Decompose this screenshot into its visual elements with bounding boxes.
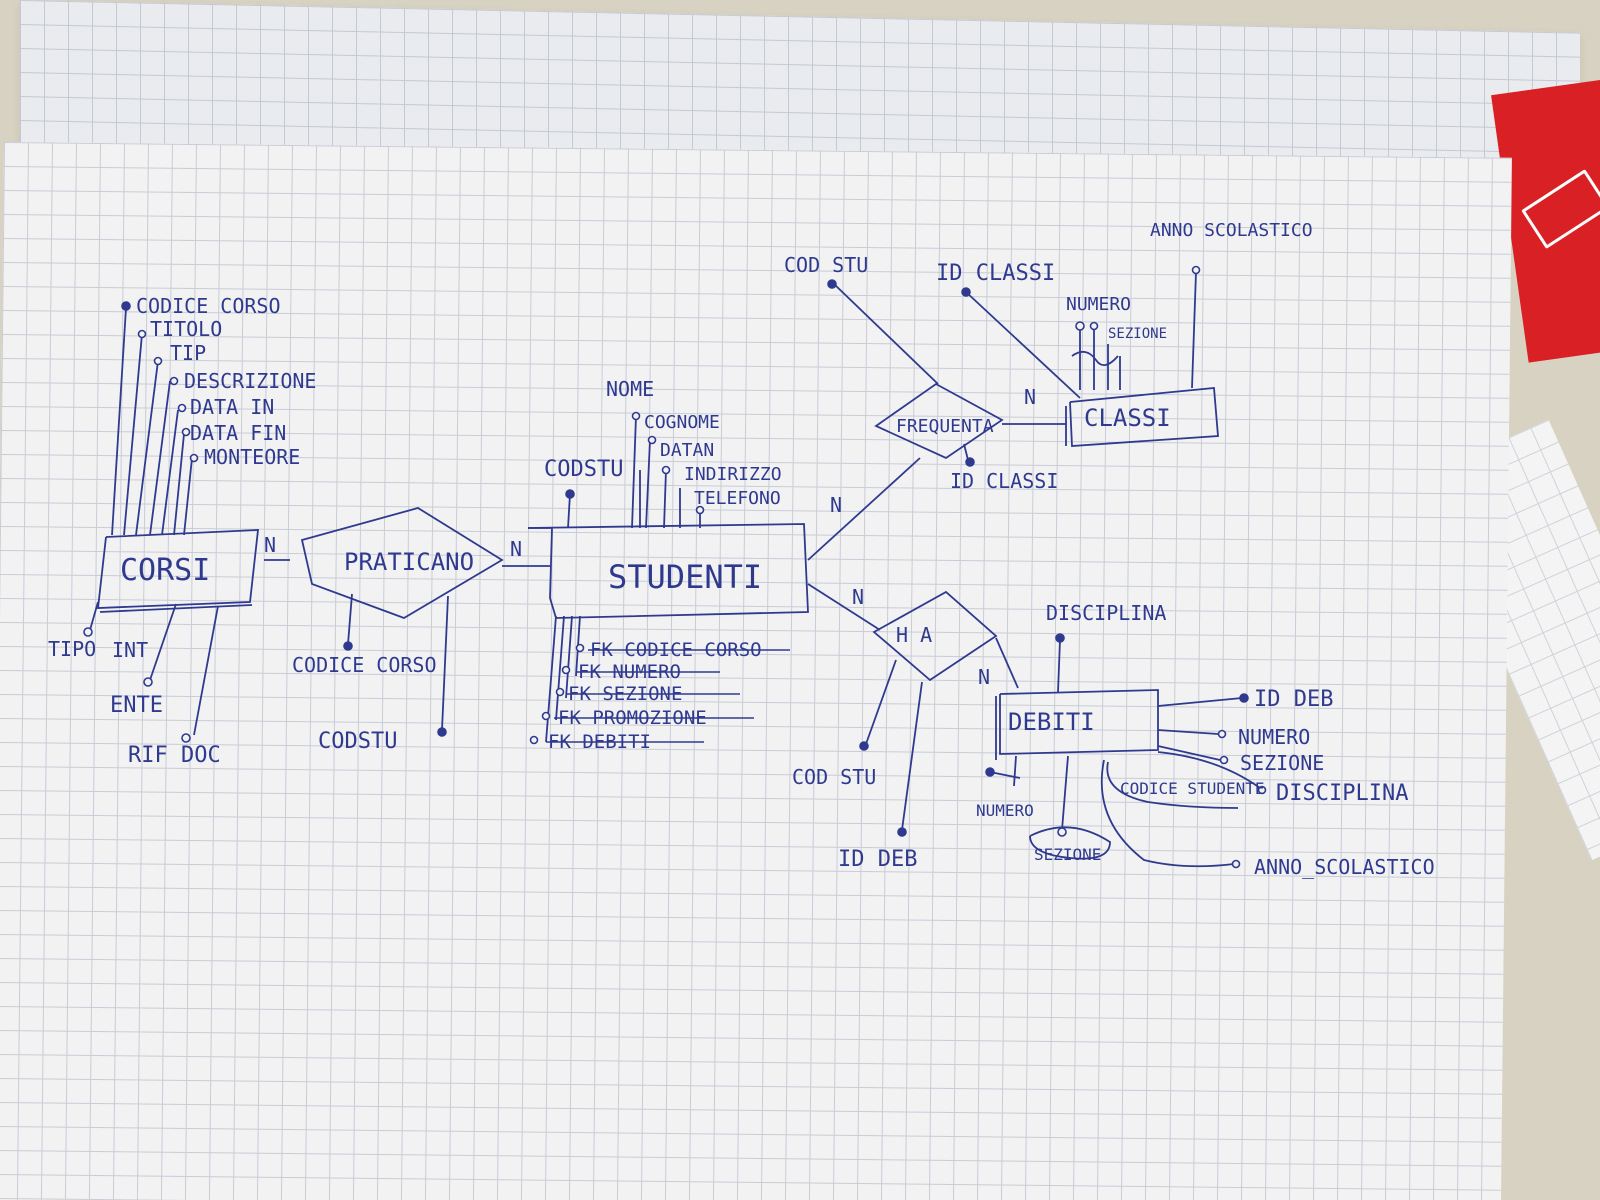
frequenta-attr-id-classi: ID CLASSI <box>936 261 1055 286</box>
cardinality-studenti-frequenta: N <box>830 493 842 517</box>
classi-attr-numero: NUMERO <box>1066 294 1131 315</box>
attr-cognome: COGNOME <box>644 412 720 433</box>
praticano-attr-codstu: CODSTU <box>318 729 397 754</box>
attr-monteore: MONTEORE <box>204 445 300 469</box>
corsi-bottom-attributes: TIPO INT ENTE RIF DOC <box>48 601 221 768</box>
attr-codstu: CODSTU <box>544 457 623 482</box>
attr-telefono: TELEFONO <box>694 488 781 509</box>
cardinality-ha-debiti: N <box>978 665 990 689</box>
entity-classi: CLASSI NUMERO SEZIONE ANNO SCOLASTICO <box>1065 220 1313 447</box>
frequenta-attr-codstu: COD STU <box>784 253 868 277</box>
attr-data-in: DATA IN <box>190 395 274 419</box>
attr-nome: NOME <box>606 377 654 401</box>
cardinality-praticano-studenti: N <box>510 537 522 561</box>
attr-tip: TIP <box>170 341 206 365</box>
relation-praticano: PRATICANO CODICE CORSO CODSTU <box>292 507 504 754</box>
relation-frequenta-label: FREQUENTA <box>896 416 994 437</box>
entity-classi-label: CLASSI <box>1084 404 1171 432</box>
entity-corsi: CORSI <box>96 529 260 613</box>
entity-debiti: DEBITI DISCIPLINA ID DEB NUMERO SEZIONE … <box>976 601 1435 879</box>
cardinality-frequenta-classi: N <box>1024 385 1036 409</box>
attr-codice-corso: CODICE CORSO <box>136 294 281 318</box>
attr-rif-doc: RIF DOC <box>128 743 221 768</box>
relation-praticano-label: PRATICANO <box>344 548 474 576</box>
studenti-struck-attributes: FK CODICE CORSO FK NUMERO FK SEZIONE FK … <box>529 615 790 753</box>
relation-ha-label: H A <box>896 623 932 647</box>
ha-attr-id-deb: ID DEB <box>838 847 917 872</box>
cardinality-studenti-ha: N <box>852 585 864 609</box>
entity-studenti-label: STUDENTI <box>608 558 762 596</box>
relation-frequenta: FREQUENTA COD STU ID CLASSI ID CLASSI <box>784 253 1081 493</box>
attr-indirizzo: INDIRIZZO <box>684 464 782 485</box>
corsi-attributes: CODICE CORSO TITOLO TIP DESCRIZIONE DATA… <box>111 294 316 536</box>
praticano-attr-codice-corso: CODICE CORSO <box>292 653 437 677</box>
entity-studenti: STUDENTI <box>527 523 809 619</box>
debiti-attr-anno-scolastico: ANNO_SCOLASTICO <box>1254 855 1435 879</box>
attr-datan: DATAN <box>660 440 714 461</box>
ha-attr-codstu: COD STU <box>792 765 876 789</box>
attr-tipo: TIPO <box>48 637 96 661</box>
studenti-attributes: NOME COGNOME DATAN INDIRIZZO TELEFONO CO… <box>544 377 782 529</box>
entity-debiti-label: DEBITI <box>1008 708 1095 736</box>
debiti-attr-id-deb: ID DEB <box>1254 687 1333 712</box>
debiti-attr-numero-bottom: NUMERO <box>976 801 1034 820</box>
entity-corsi-label: CORSI <box>120 553 210 588</box>
debiti-attr-disciplina: DISCIPLINA <box>1276 781 1408 806</box>
frequenta-attr-id-classi-bottom: ID CLASSI <box>950 469 1058 493</box>
debiti-attr-codice-studente: CODICE STUDENTE <box>1120 779 1265 798</box>
classi-attr-anno: ANNO SCOLASTICO <box>1150 220 1313 241</box>
debiti-attr-numero: NUMERO <box>1238 725 1310 749</box>
attr-ente: ENTE <box>110 693 163 718</box>
classi-attr-sezione: SEZIONE <box>1108 326 1167 342</box>
attr-data-fin: DATA FIN <box>190 421 286 445</box>
attr-int: INT <box>112 638 148 662</box>
debiti-attr-sezione-bottom: SEZIONE <box>1034 845 1101 864</box>
debiti-attr-disciplina-top: DISCIPLINA <box>1046 601 1166 625</box>
attr-descrizione: DESCRIZIONE <box>184 369 316 393</box>
relation-ha: H A COD STU ID DEB <box>792 590 998 872</box>
attr-titolo: TITOLO <box>150 317 222 341</box>
debiti-attr-sezione: SEZIONE <box>1240 751 1324 775</box>
cardinality-corsi-praticano: N <box>264 533 276 557</box>
